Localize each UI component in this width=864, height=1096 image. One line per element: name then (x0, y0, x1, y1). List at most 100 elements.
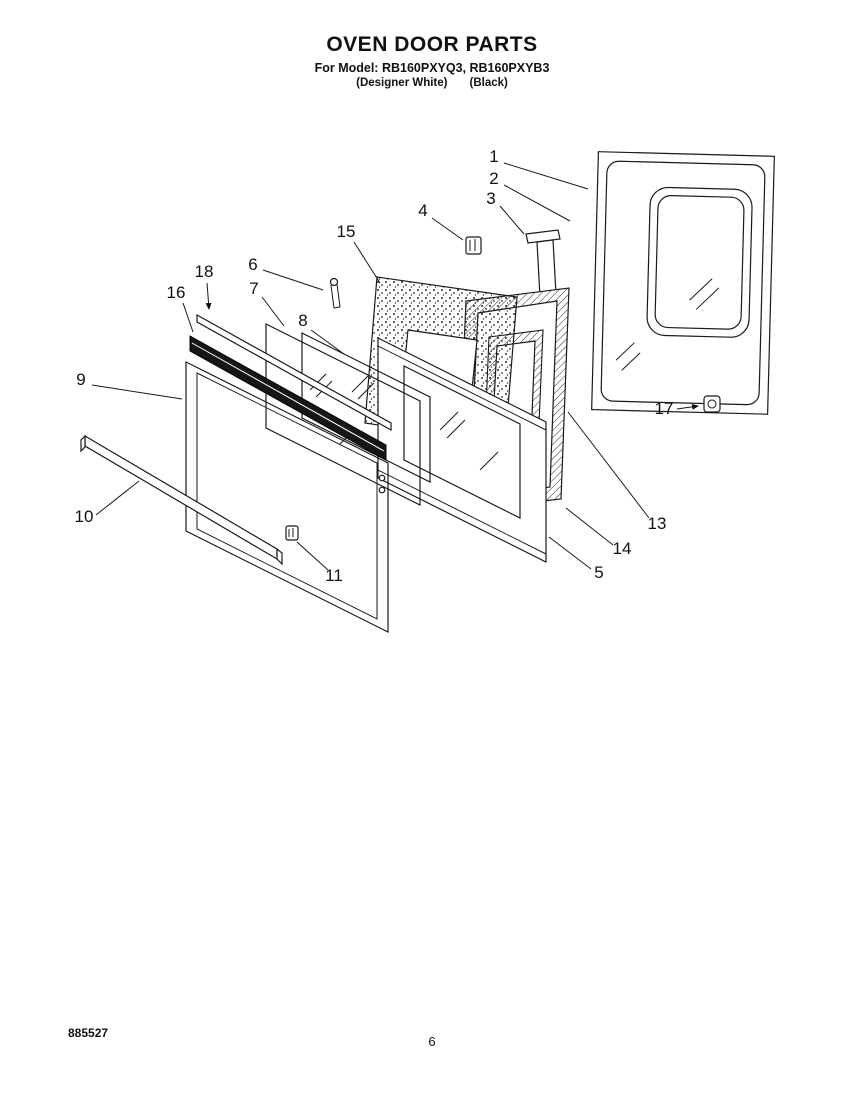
callout-5-leader (548, 536, 592, 570)
outer-door-panel-edge (591, 151, 775, 415)
top-trim-bar (189, 335, 387, 461)
callout-16: 16 (167, 283, 194, 333)
callout-7-leader (261, 296, 285, 327)
callout-13: 13 (567, 411, 667, 533)
callouts: 1 2 3 4 15 6 7 (75, 147, 699, 585)
frame-window (403, 365, 521, 519)
callout-16-leader (182, 302, 194, 333)
frame-glass-shine (439, 411, 499, 471)
callout-15-leader (353, 241, 381, 284)
grommet-body (703, 395, 721, 413)
hinge-pin (329, 277, 341, 309)
callout-13-label: 13 (648, 514, 667, 533)
callout-9-leader (91, 384, 183, 400)
bottom-bar-body (84, 434, 278, 561)
finish-designer-white: (Designer White) (356, 77, 448, 89)
callout-16-label: 16 (167, 283, 186, 302)
callout-8-label: 8 (298, 311, 307, 330)
document-number: 885527 (68, 1026, 109, 1040)
callout-2-label: 2 (489, 169, 498, 188)
callout-8-leader (310, 329, 345, 355)
callout-13-leader (567, 411, 650, 519)
bottom-bar-left-cap (80, 434, 86, 453)
door-clip (465, 236, 482, 255)
callout-18-label: 18 (195, 262, 214, 281)
callout-11-label: 11 (325, 566, 343, 585)
callout-17-label: 17 (655, 399, 674, 418)
door-top-trim (189, 335, 387, 461)
clip-detail (469, 239, 476, 251)
callout-7-label: 7 (249, 279, 258, 298)
callout-15-label: 15 (337, 222, 356, 241)
callout-10-label: 10 (75, 507, 94, 526)
outer-door-panel (591, 151, 775, 415)
callout-7: 7 (249, 279, 285, 327)
callout-18: 18 (195, 262, 214, 310)
frame-top-edge-line (377, 345, 547, 431)
callout-11-leader (296, 541, 329, 571)
callout-3: 3 (486, 189, 525, 235)
page-header: OVEN DOOR PARTS For Model: RB160PXYQ3, R… (0, 33, 864, 89)
callout-14: 14 (565, 507, 631, 558)
panel-hole-top (378, 474, 386, 482)
top-trim-strip (196, 313, 392, 432)
finish-line: (Designer White) (Black) (0, 77, 864, 89)
callout-10-leader (95, 480, 140, 516)
callout-5-label: 5 (594, 563, 603, 582)
callout-3-leader (499, 205, 525, 235)
callout-2-leader (503, 184, 571, 222)
callout-4-leader (431, 217, 464, 241)
frame-outline (377, 337, 547, 563)
retainer-clip (285, 525, 299, 541)
front-door-panel (185, 361, 389, 633)
outer-door-panel-inset (600, 160, 766, 406)
page-title: OVEN DOOR PARTS (326, 33, 538, 56)
callout-6-label: 6 (248, 255, 257, 274)
grommet-hole (707, 399, 717, 409)
bottom-bar-right-cap (276, 547, 283, 566)
callout-6: 6 (248, 255, 324, 291)
callout-14-leader (565, 507, 614, 546)
callout-9-label: 9 (76, 370, 85, 389)
front-panel-outline (185, 361, 389, 633)
bottom-trim-bar (80, 434, 283, 566)
pin-shaft (330, 283, 341, 309)
callout-9: 9 (76, 370, 183, 400)
window-shine-marks (689, 278, 720, 310)
callout-15: 15 (337, 222, 381, 284)
glass-8-shine (351, 375, 375, 400)
callout-1-leader (503, 162, 589, 190)
callout-18-leader (205, 282, 212, 310)
callout-5: 5 (548, 536, 604, 582)
model-line: For Model: RB160PXYQ3, RB160PXYB3 (314, 61, 550, 75)
frame-bottom-edge-line (377, 469, 547, 555)
page-number: 6 (428, 1034, 436, 1049)
retainer-clip-body (285, 525, 299, 541)
panel-hole-bottom (378, 486, 386, 494)
inner-glass-frame (377, 337, 547, 563)
top-trim-highlight (191, 342, 385, 452)
callout-3-label: 3 (486, 189, 495, 208)
callout-10: 10 (75, 480, 140, 526)
callout-4: 4 (418, 201, 464, 241)
glass-sheet-inner (301, 332, 431, 483)
grommet (703, 395, 721, 413)
callout-17: 17 (655, 399, 699, 418)
callout-1-label: 1 (489, 147, 498, 166)
callout-6-leader (262, 269, 324, 291)
callout-2: 2 (489, 169, 571, 222)
front-panel-inner-line (196, 372, 378, 620)
panel-shine-marks (615, 342, 641, 371)
door-window-opening (646, 186, 753, 338)
callout-4-label: 4 (418, 201, 427, 220)
callout-11: 11 (296, 541, 343, 585)
pin-head (329, 277, 339, 287)
glass-8-outline (301, 332, 431, 483)
callout-8: 8 (298, 311, 345, 355)
clip-body (465, 236, 482, 255)
door-bracket (525, 229, 561, 298)
callout-1: 1 (489, 147, 589, 190)
bracket-web (536, 239, 557, 298)
